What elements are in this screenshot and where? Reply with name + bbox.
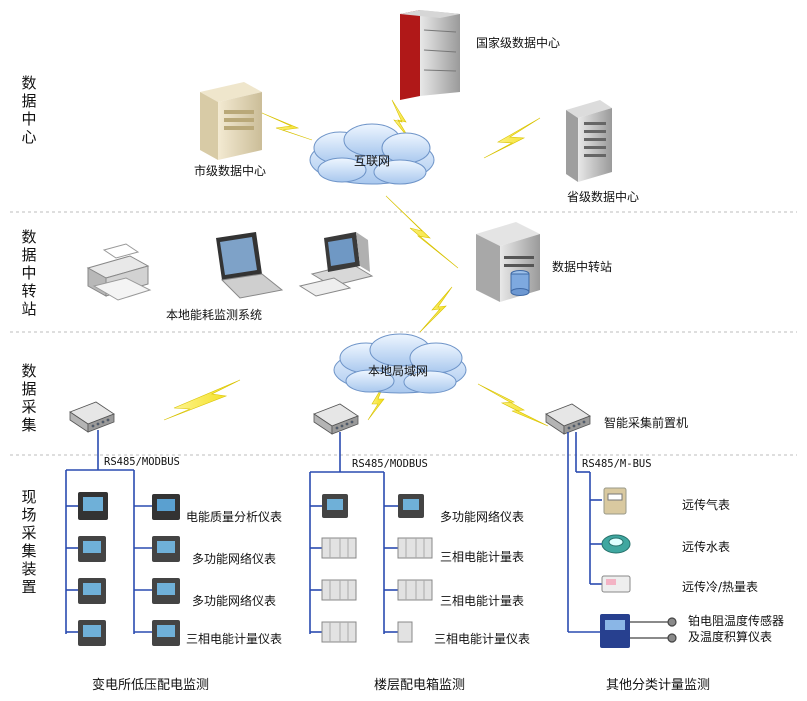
- gas-meter-icon: [603, 487, 627, 515]
- printer-icon: [86, 243, 152, 301]
- internet-cloud: [309, 123, 435, 185]
- temperature-transmitter-icon: [600, 614, 630, 648]
- bus-label-1: RS485/MODBUS: [104, 456, 180, 468]
- device-label: 铂电阻温度传感器: [688, 614, 785, 628]
- device-label: 多功能网络仪表: [192, 594, 277, 608]
- column-footer-3: 其他分类计量监测: [606, 678, 711, 693]
- lan-label: 本地局域网: [368, 364, 429, 378]
- din-meter-icon: [397, 579, 433, 601]
- switch-3: [545, 403, 591, 435]
- province-center-label: 省级数据中心: [567, 190, 640, 204]
- meter-screen-icon: [78, 536, 106, 562]
- section-dividers: [10, 211, 797, 456]
- section-label-field: 现场采集装置: [21, 488, 37, 596]
- switch-1: [69, 401, 115, 433]
- din-meter-icon: [321, 537, 357, 559]
- device-label: 电能质量分析仪表: [186, 510, 283, 524]
- device-label: 远传水表: [682, 540, 731, 554]
- wireless-link-bolts: [163, 99, 549, 427]
- din-meter-icon: [397, 537, 433, 559]
- device-label: 三相电能计量仪表: [186, 632, 283, 646]
- meter-screen-icon: [152, 536, 180, 562]
- bus-label-2: RS485/MODBUS: [352, 458, 428, 470]
- meter-screen-icon: [152, 494, 180, 520]
- switch-icons: [69, 401, 591, 435]
- meter-screen-icon: [78, 578, 106, 604]
- section-label-collection: 数据采集: [21, 362, 37, 434]
- device-label: 远传冷/热量表: [682, 580, 759, 594]
- relay-station-label: 数据中转站: [552, 260, 613, 274]
- bus-label-3: RS485/M-BUS: [582, 458, 652, 470]
- bus-wiring: [65, 430, 602, 634]
- local-system-label: 本地能耗监测系统: [166, 308, 263, 322]
- province-server-icon: [566, 100, 612, 182]
- device-label: 三相电能计量仪表: [434, 632, 531, 646]
- desktop-pc-icon: [298, 232, 374, 297]
- din-meter-icon: [397, 621, 413, 643]
- column1-meters: [78, 492, 180, 646]
- city-server-icon: [200, 82, 262, 160]
- relay-server-icon: [476, 222, 540, 302]
- column-footer-1: 变电所低压配电监测: [92, 678, 210, 693]
- water-meter-icon: [601, 534, 631, 554]
- heat-meter-icon: [601, 575, 631, 593]
- din-meter-icon: [321, 621, 357, 643]
- device-label: 及温度积算仪表: [688, 630, 773, 644]
- device-label: 多功能网络仪表: [440, 510, 525, 524]
- meter-screen-icon: [322, 494, 348, 518]
- column3-devices: [600, 487, 677, 648]
- meter-screen-icon: [152, 620, 180, 646]
- column2-meters: [321, 494, 433, 643]
- device-label: 远传气表: [682, 498, 731, 512]
- meter-screen-icon: [78, 492, 108, 520]
- column-footer-2: 楼层配电箱监测: [374, 678, 466, 693]
- switch-2: [313, 403, 359, 435]
- laptop-icon: [216, 232, 284, 299]
- meter-screen-icon: [398, 494, 424, 518]
- device-label: 三相电能计量表: [440, 550, 525, 564]
- temperature-probe-icon: [630, 617, 677, 643]
- internet-label: 互联网: [354, 154, 391, 168]
- device-label: 三相电能计量表: [440, 594, 525, 608]
- national-server-icon: [400, 10, 460, 100]
- meter-screen-icon: [152, 578, 180, 604]
- section-label-data-center: 数据中心: [21, 74, 37, 146]
- front-end-label: 智能采集前置机: [604, 416, 689, 430]
- section-label-relay: 数据中转站: [21, 228, 37, 318]
- din-meter-icon: [321, 579, 357, 601]
- national-center-label: 国家级数据中心: [476, 36, 561, 50]
- device-label: 多功能网络仪表: [192, 552, 277, 566]
- meter-screen-icon: [78, 620, 106, 646]
- city-center-label: 市级数据中心: [194, 164, 267, 178]
- lan-cloud: [333, 333, 467, 394]
